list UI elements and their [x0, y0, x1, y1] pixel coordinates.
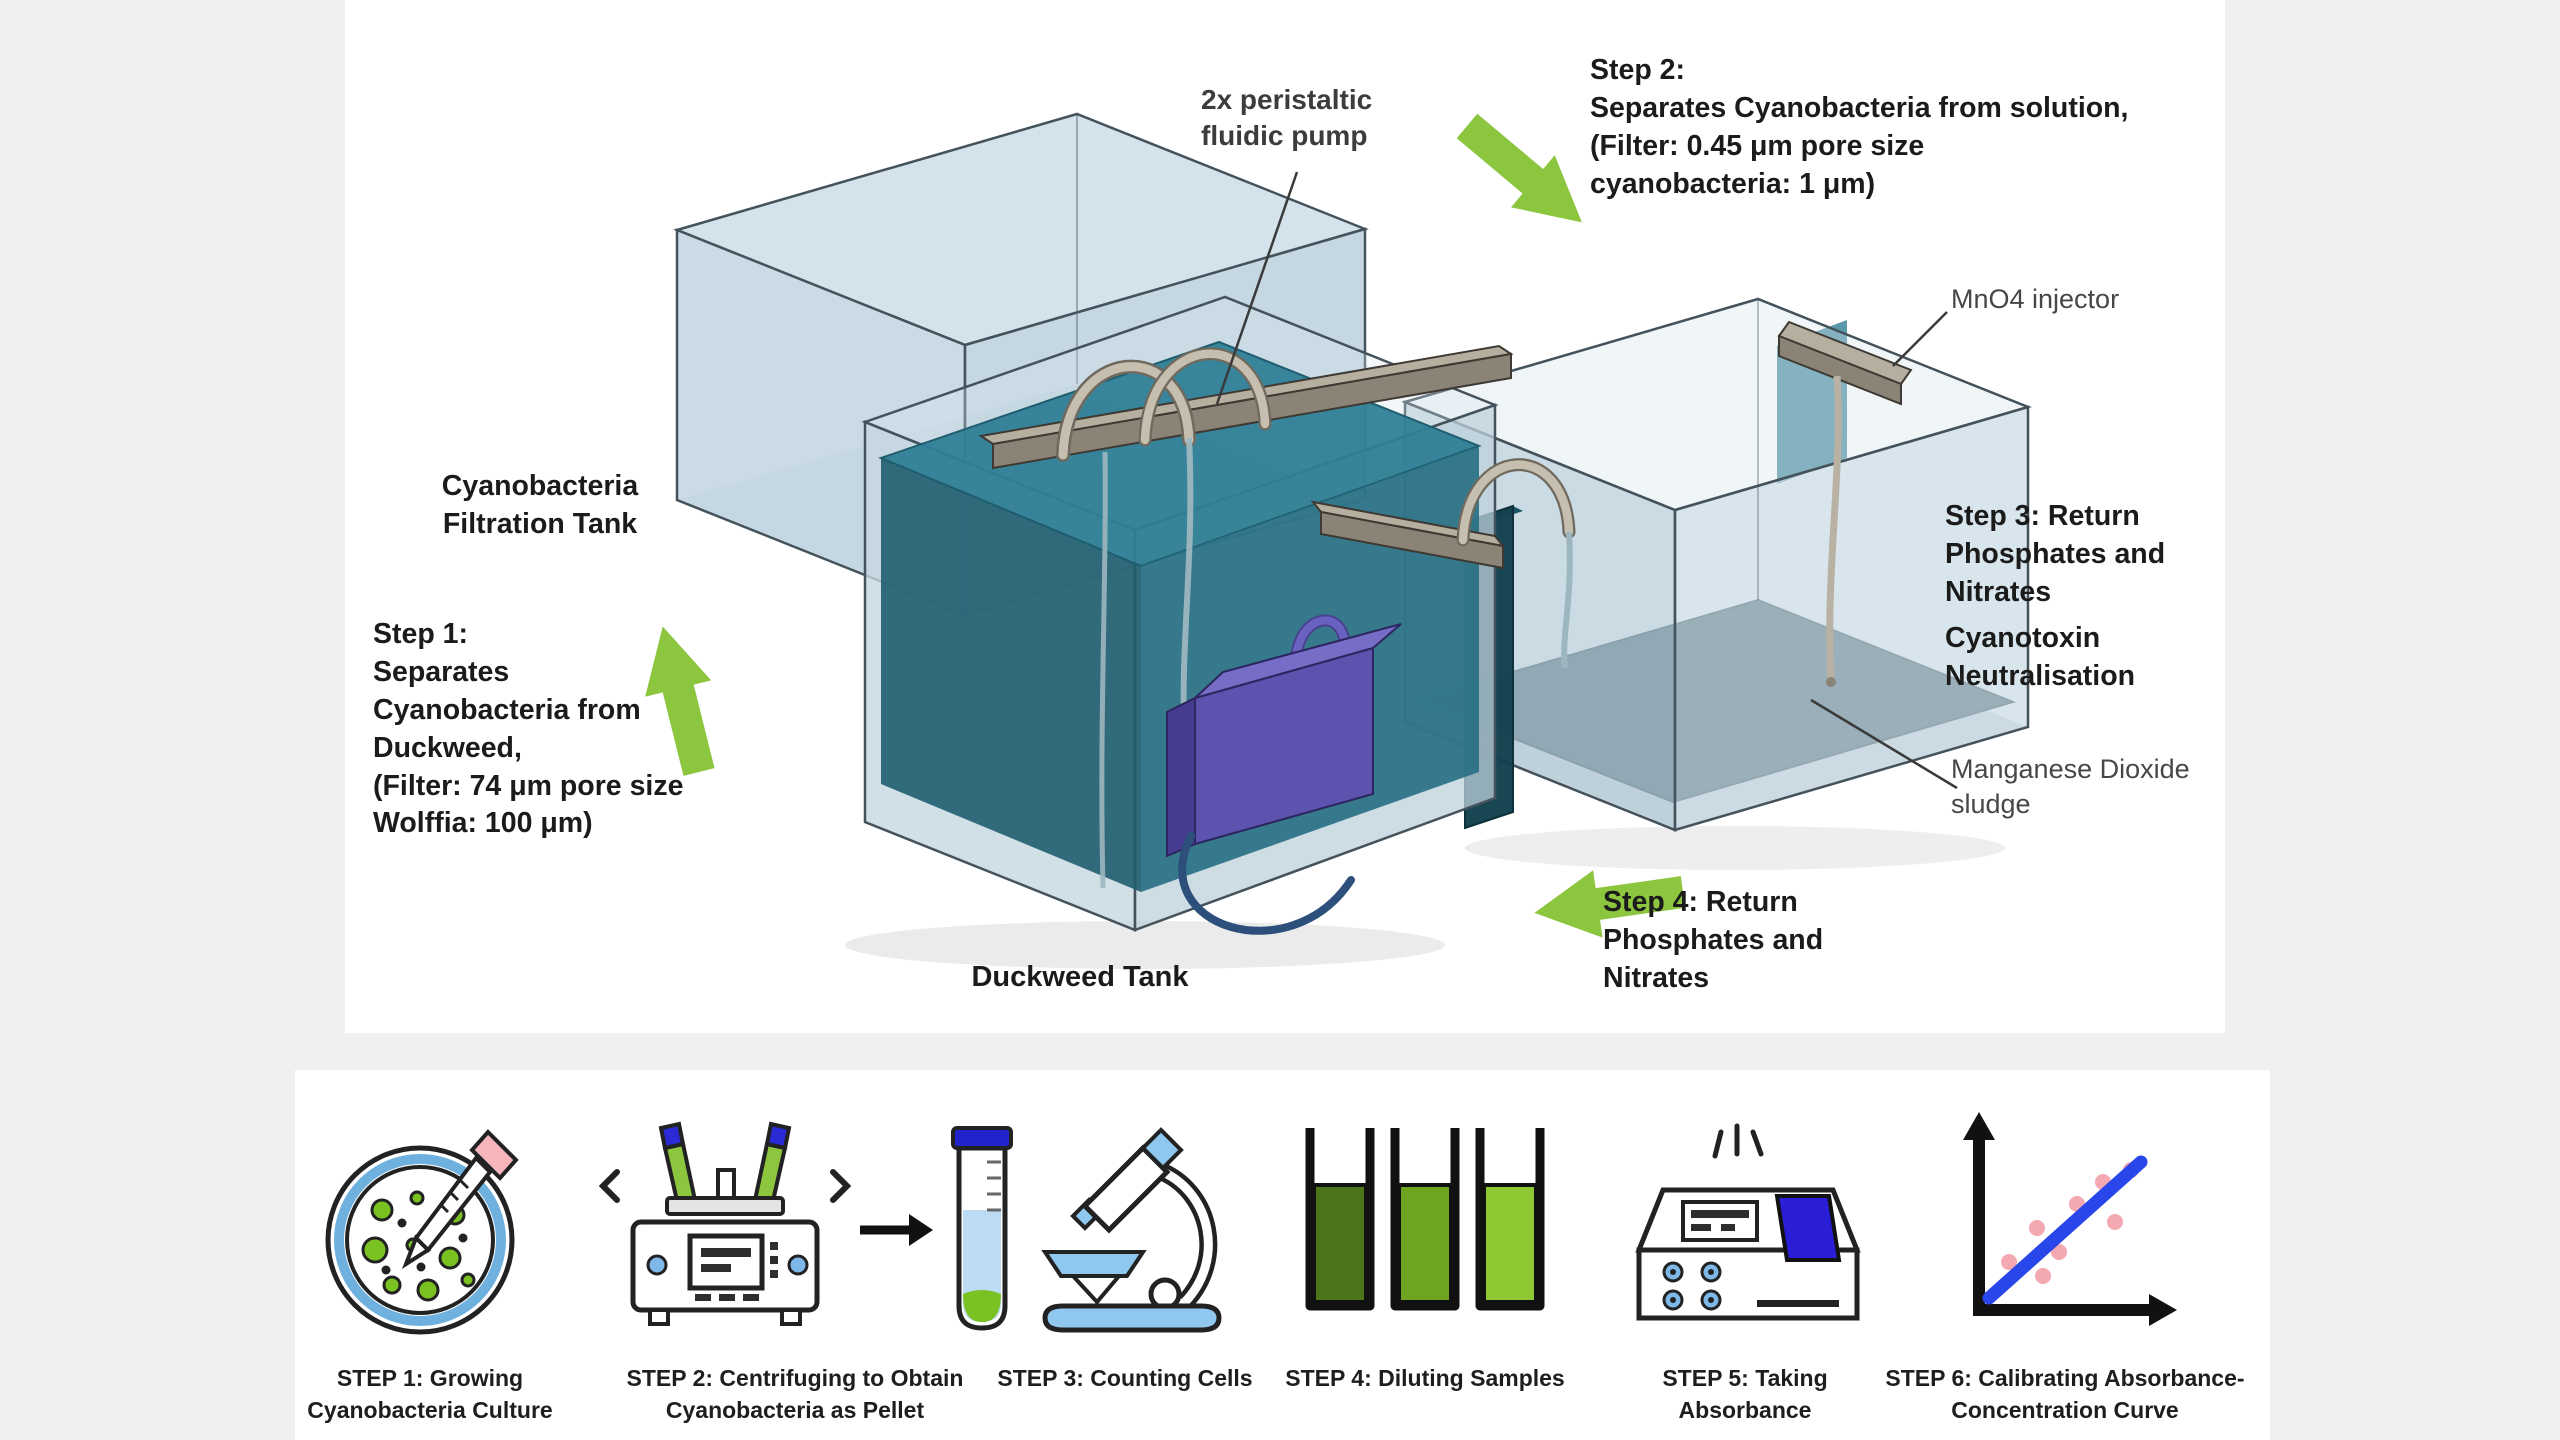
flow-arrow-step2 [1456, 113, 1582, 223]
step3b-label: Cyanotoxin Neutralisation [1945, 622, 2136, 692]
pump-tube-down [1099, 451, 1108, 889]
system-diagram-panel: 2x peristaltic fluidic pump Step 2: Sepa… [345, 0, 2225, 1033]
dilution-tubes-icon [1305, 1128, 1545, 1311]
process-step-3-label: STEP 3: Counting Cells [997, 1365, 1253, 1391]
process-step-1-label: STEP 1: Growing Cyanobacteria Culture [307, 1365, 553, 1424]
arrow-right-icon [860, 1214, 933, 1246]
step4-label: Step 4: Return Phosphates and Nitrates [1603, 886, 1824, 994]
process-step-4 [1300, 1110, 1550, 1345]
microscope-icon [1041, 1127, 1222, 1333]
petri-dish-icon [325, 1129, 519, 1335]
pellet-test-tube-icon [951, 1126, 1013, 1331]
dropper-icon [401, 1129, 519, 1269]
step2-label: Step 2: Separates Cyanobacteria from sol… [1590, 54, 2129, 200]
process-step-5 [1625, 1110, 1875, 1345]
step1-label: Step 1: Separates Cyanobacteria from Duc… [373, 618, 684, 840]
leader-pump-label [1215, 171, 1299, 405]
filtration-tank-label: Cyanobacteria Filtration Tank [441, 470, 639, 540]
mno4-injector-3d [1777, 320, 1913, 687]
process-step-2-label: STEP 2: Centrifuging to Obtain Cyanobact… [626, 1365, 964, 1424]
leader-sludge-label [1810, 698, 1958, 790]
loop-tube [1178, 832, 1355, 935]
flow-arrow-step1 [645, 626, 715, 776]
centrifuge-icon [598, 1121, 852, 1326]
calibration-graph-icon [1963, 1112, 2177, 1326]
process-steps-strip: STEP 1: Growing Cyanobacteria Culture [295, 1070, 2270, 1440]
process-step-4-label: STEP 4: Diluting Samples [1285, 1365, 1565, 1391]
submerged-pump-box [1166, 614, 1402, 935]
process-step-1 [320, 1110, 540, 1345]
system-diagram [645, 112, 2032, 969]
peristaltic-pump-bar-1 [978, 344, 1514, 889]
tank-shadow [1465, 826, 2005, 870]
tank-shadow [845, 921, 1445, 969]
spectrophotometer-icon [1635, 1123, 1861, 1321]
process-step-6 [1945, 1110, 2195, 1345]
mno4-label: MnO4 injector [1951, 284, 2120, 314]
pump-label: 2x peristaltic fluidic pump [1201, 84, 1373, 152]
pump-tube-down [1561, 531, 1573, 669]
process-step-6-label: STEP 6: Calibrating Absorbance- Concentr… [1885, 1365, 2245, 1424]
flow-arrow-step4 [1534, 870, 1686, 938]
leader-mno4-label [1892, 311, 1948, 367]
process-step-3 [1015, 1110, 1250, 1345]
process-step-2 [595, 1110, 1030, 1345]
process-step-5-label: STEP 5: Taking Absorbance [1662, 1365, 1828, 1424]
treatment-tank-3d [1401, 297, 2032, 832]
sludge-label: Manganese Dioxide sludge [1951, 754, 2190, 820]
duckweed-tank-label: Duckweed Tank [971, 961, 1189, 993]
peristaltic-pump-bar-2 [1310, 458, 1576, 669]
step3-label: Step 3: Return Phosphates and Nitrates [1945, 500, 2166, 608]
injector-tube [1826, 375, 1842, 681]
